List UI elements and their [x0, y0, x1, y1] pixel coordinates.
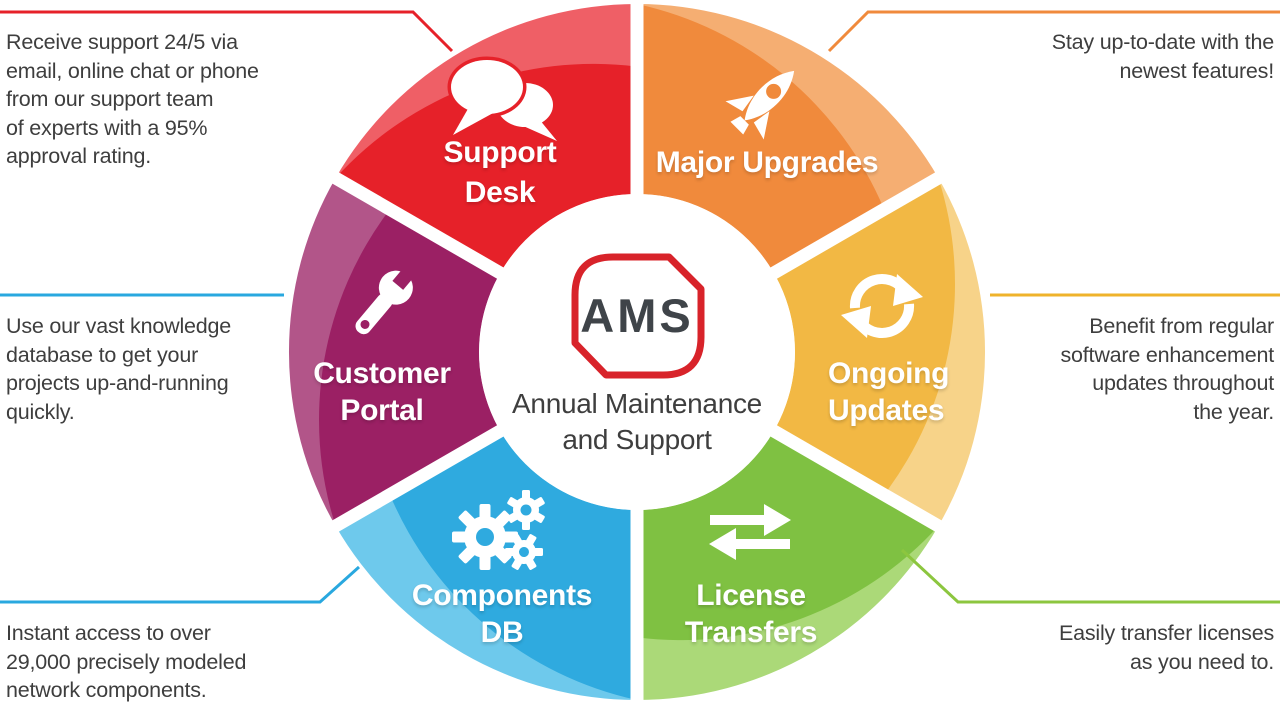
wedge-label-support-desk: Support Desk — [443, 136, 557, 209]
ams-badge-icon — [571, 253, 705, 379]
callout-line-upgrades — [827, 10, 1280, 53]
callout-customer-portal: Use our vast knowledge database to get y… — [6, 314, 232, 424]
sync-arrows-icon — [841, 274, 923, 338]
callout-line-components — [0, 565, 361, 604]
wedge-label-components-db: Components DB — [411, 579, 593, 649]
callout-line-support — [0, 10, 454, 53]
wedge-major-upgrades — [637, 4, 885, 273]
center-subtitle: Annual Maintenance and Support — [512, 388, 762, 455]
callout-ongoing-updates: Benefit from regular software enhancemen… — [1060, 314, 1274, 424]
wedge-customer-portal — [319, 209, 501, 527]
wedge-label-ongoing-updates: Ongoing Updates — [828, 357, 950, 427]
wedge-label-license-transfers: License Transfers — [684, 579, 818, 649]
rocket-icon — [725, 70, 795, 140]
wrench-icon — [355, 260, 421, 335]
callout-lines — [0, 10, 1280, 604]
wedge-ongoing-updates — [773, 178, 955, 495]
chat-bubbles-icon — [447, 56, 557, 141]
ams-badge-label: AMS — [580, 289, 694, 342]
callout-line-transfers — [900, 548, 1280, 604]
callout-components-db: Instant access to over 29,000 precisely … — [6, 621, 247, 703]
callout-license-transfers: Easily transfer licenses as you need to. — [1058, 621, 1274, 674]
wedge-label-major-upgrades: Major Upgrades — [655, 146, 879, 179]
gears-icon — [452, 490, 545, 570]
callout-major-upgrades: Stay up-to-date with the newest features… — [1051, 30, 1274, 83]
wedge-label-customer-portal: Customer Portal — [313, 357, 451, 427]
transfer-arrows-icon — [709, 504, 791, 560]
callout-support-desk: Receive support 24/5 via email, online c… — [6, 30, 259, 169]
